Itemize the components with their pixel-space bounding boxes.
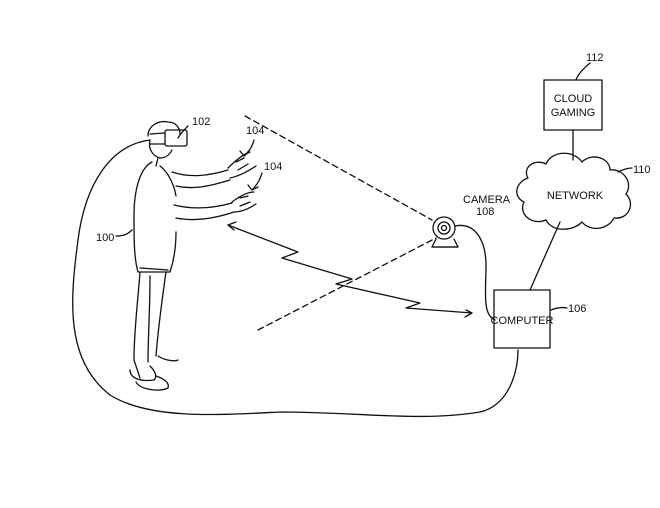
- label-106: 106: [568, 303, 586, 315]
- network-label: NETWORK: [547, 190, 604, 202]
- camera-title: CAMERA: [463, 194, 511, 206]
- network-cloud: [516, 152, 631, 230]
- user-figure: [129, 120, 257, 391]
- cloud-gaming-line2: GAMING: [551, 107, 596, 119]
- computer-to-network-link: [529, 221, 561, 291]
- camera-fov-lower: [257, 237, 437, 331]
- cloud-gaming-line1: CLOUD: [554, 93, 593, 105]
- label-100: 100: [96, 232, 114, 244]
- computer-label: COMPUTER: [491, 315, 554, 327]
- wireless-arrowhead-right: [464, 309, 473, 318]
- label-102: 102: [192, 116, 210, 128]
- wireless-arrowhead-left: [227, 221, 237, 231]
- cloud-gaming-box: [543, 79, 603, 131]
- leader-110: [617, 167, 633, 173]
- label-112: 112: [586, 52, 604, 64]
- label-104-upper: 104: [246, 125, 264, 137]
- label-104-lower: 104: [264, 161, 282, 173]
- computer-box: [493, 289, 551, 349]
- wireless-link: [227, 224, 473, 314]
- camera-device: [431, 216, 459, 248]
- leader-100: [115, 229, 133, 237]
- camera-to-computer-cable: [454, 224, 496, 321]
- leader-112: [575, 62, 591, 81]
- user-to-computer-wire: [72, 139, 519, 418]
- label-110: 110: [633, 164, 651, 176]
- label-108: 108: [476, 206, 494, 218]
- camera-fov-upper: [244, 115, 433, 221]
- leader-106: [550, 306, 568, 311]
- leader-102: [177, 125, 189, 139]
